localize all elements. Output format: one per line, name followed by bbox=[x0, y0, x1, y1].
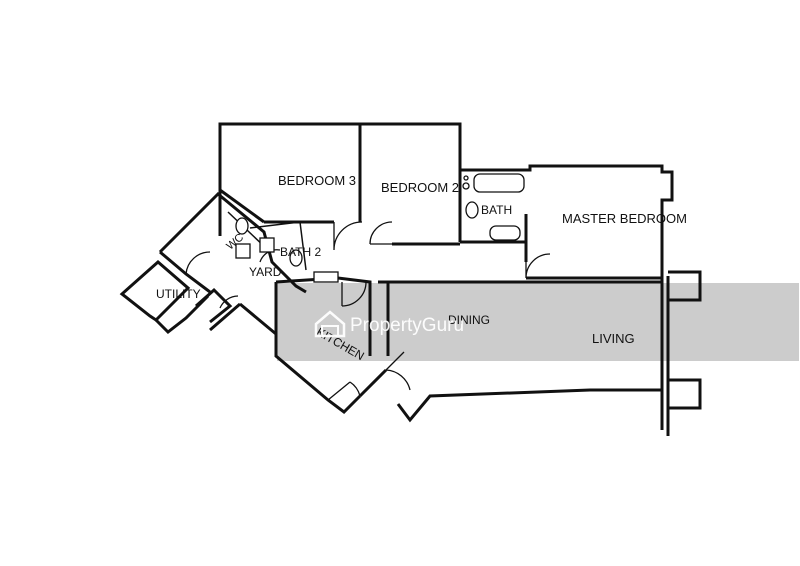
doors bbox=[185, 221, 551, 401]
sink-icon bbox=[462, 182, 470, 190]
fixtures bbox=[235, 173, 525, 283]
basin-icon bbox=[489, 225, 521, 241]
label-utility: UTILITY bbox=[156, 287, 201, 301]
wc-toilet-icon bbox=[235, 217, 249, 235]
kitchen-counter bbox=[313, 271, 339, 283]
label-bedroom3: BEDROOM 3 bbox=[278, 173, 356, 188]
watermark: PropertyGuru bbox=[314, 310, 464, 338]
bath2-toilet-icon bbox=[289, 249, 303, 267]
label-yard: YARD bbox=[249, 265, 282, 279]
toilet-icon bbox=[465, 201, 479, 219]
house-logo-icon bbox=[314, 310, 346, 338]
bath2-basin-icon bbox=[259, 237, 275, 253]
label-bath2: BATH 2 bbox=[280, 245, 321, 259]
label-bath: BATH bbox=[481, 203, 512, 217]
label-dining: DINING bbox=[448, 313, 490, 327]
label-master-bedroom: MASTER BEDROOM bbox=[562, 211, 687, 226]
watermark-band bbox=[277, 283, 799, 361]
shower-icon bbox=[235, 243, 251, 259]
bathtub-icon bbox=[473, 173, 525, 193]
label-living: LIVING bbox=[592, 331, 635, 346]
label-bedroom2: BEDROOM 2 bbox=[381, 180, 459, 195]
watermark-text: PropertyGuru bbox=[350, 315, 464, 336]
walls bbox=[119, 122, 702, 436]
